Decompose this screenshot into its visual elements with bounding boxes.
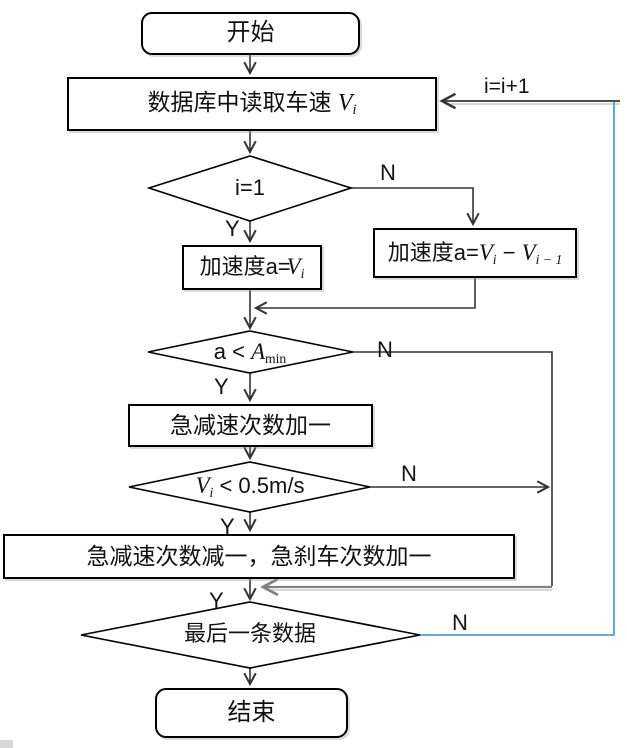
- node-end: 结束: [155, 688, 348, 738]
- node-decel-count-inc-label: 急减速次数加一: [170, 411, 331, 438]
- edge-d4-no-loop: [420, 101, 615, 636]
- node-accel-diff: 加速度a=Vi − Vi − 1: [373, 228, 577, 278]
- label-d2-no: N: [377, 337, 393, 362]
- decision-i-equals-1-label: i=1: [235, 175, 265, 200]
- node-accel-diff-label: 加速度a=Vi − Vi − 1: [387, 239, 563, 267]
- decision-i-equals-1-shape: [146, 155, 354, 222]
- edge-d1-no: [351, 187, 480, 227]
- label-increment: i=i+1: [484, 75, 530, 98]
- label-d1-yes: Y: [225, 216, 240, 241]
- label-d3-yes: Y: [220, 514, 235, 539]
- node-end-label: 结束: [227, 698, 276, 726]
- edge-acceldiff-merge: [253, 278, 476, 315]
- node-brake-count: 急减速次数减一，急刹车次数加一: [3, 534, 515, 579]
- label-d4-yes: Y: [209, 588, 224, 613]
- node-read-speed: 数据库中读取车速 Vi: [67, 77, 437, 131]
- node-decel-count-inc: 急减速次数加一: [128, 404, 373, 447]
- label-d2-yes: Y: [214, 374, 229, 399]
- watermark-fragment: [0, 740, 13, 748]
- node-read-speed-label: 数据库中读取车速 Vi: [147, 88, 357, 118]
- decision-v-lt-05-shape: [128, 461, 371, 513]
- label-d3-no: N: [401, 461, 417, 486]
- decision-a-lt-amin-label: a < Amin: [213, 339, 287, 366]
- decision-last-record-label: 最后一条数据: [183, 621, 316, 646]
- node-accel-first: 加速度a=Vi: [182, 245, 322, 290]
- label-d4-no: N: [452, 610, 468, 635]
- node-accel-first-label: 加速度a=Vi: [199, 254, 305, 281]
- decision-v-lt-05-label: Vi < 0.5m/s: [195, 473, 305, 500]
- node-start: 开始: [141, 12, 360, 55]
- decision-a-lt-amin-shape: [147, 330, 354, 374]
- edge-d2-no: [353, 351, 553, 586]
- label-d1-no: N: [380, 160, 396, 185]
- decision-last-record-shape: [80, 601, 421, 669]
- node-brake-count-label: 急减速次数减一，急刹车次数加一: [86, 542, 432, 569]
- node-start-label: 开始: [226, 19, 275, 47]
